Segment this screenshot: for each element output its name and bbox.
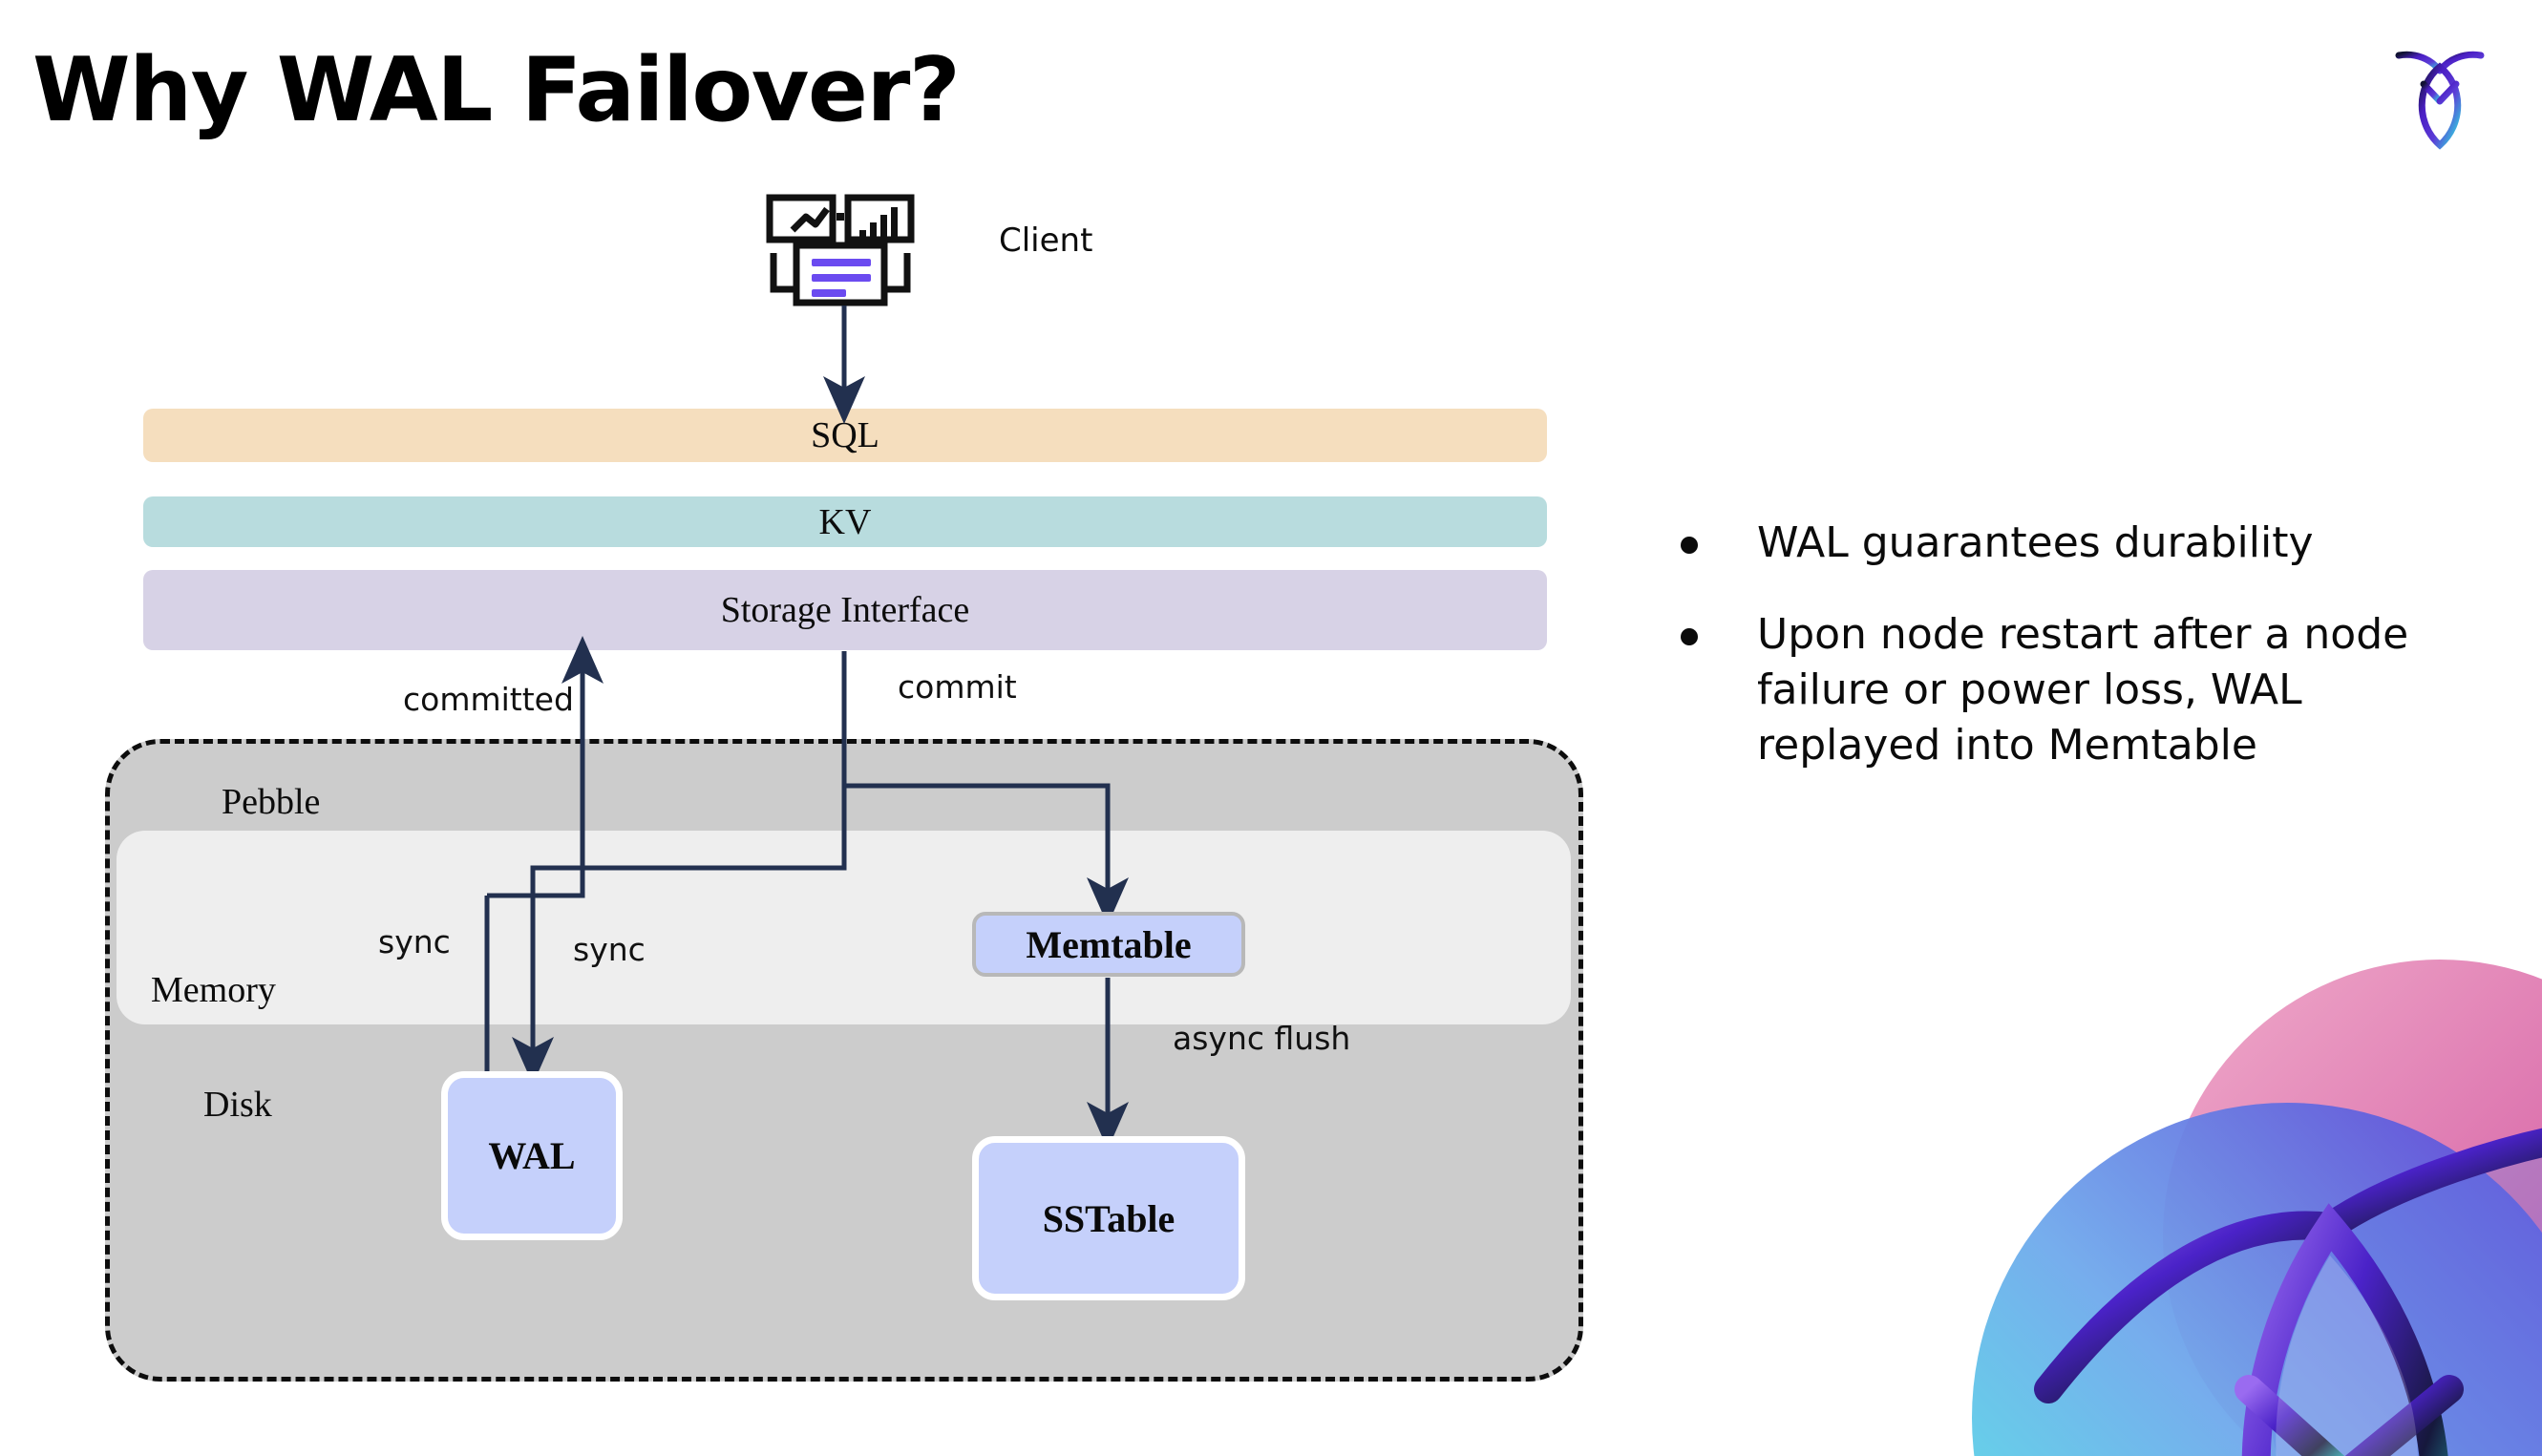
node-label-wal: WAL bbox=[488, 1134, 576, 1177]
edge-label-async-flush: async flush bbox=[1173, 1020, 1351, 1057]
node-memtable: Memtable bbox=[972, 912, 1245, 977]
bullet-text: WAL guarantees durability bbox=[1757, 518, 2314, 567]
node-label-sstable: SSTable bbox=[1042, 1196, 1176, 1240]
layer-bar-sql: SQL bbox=[143, 409, 1547, 462]
layer-bar-kv: KV bbox=[143, 496, 1547, 547]
slide-canvas: Why WAL Failover? bbox=[32, 36, 2542, 1456]
pebble-label: Pebble bbox=[222, 782, 321, 822]
cockroachdb-logo-icon bbox=[2387, 36, 2492, 151]
page-title: Why WAL Failover? bbox=[32, 38, 961, 141]
layer-label-sql: SQL bbox=[811, 415, 879, 455]
memory-label: Memory bbox=[151, 970, 276, 1010]
client-label: Client bbox=[999, 222, 1093, 260]
node-label-memtable: Memtable bbox=[1026, 922, 1192, 966]
bullet-dot-icon bbox=[1681, 628, 1698, 646]
disk-label: Disk bbox=[203, 1085, 272, 1125]
node-sstable: SSTable bbox=[972, 1136, 1245, 1300]
layer-label-kv: KV bbox=[818, 501, 872, 542]
bullet-list: WAL guarantees durability Upon node rest… bbox=[1681, 516, 2464, 810]
edge-label-sync-1: sync bbox=[378, 923, 451, 960]
layer-label-storage: Storage Interface bbox=[720, 590, 970, 630]
cockroachdb-watermark-icon bbox=[1934, 940, 2542, 1456]
bullet-text: Upon node restart after a node failure o… bbox=[1757, 610, 2409, 770]
edge-label-sync-2: sync bbox=[573, 931, 646, 968]
edge-label-commit: commit bbox=[898, 668, 1017, 706]
node-wal: WAL bbox=[441, 1071, 623, 1240]
memory-region bbox=[117, 831, 1571, 1024]
bullet-dot-icon bbox=[1681, 537, 1698, 554]
list-item: Upon node restart after a node failure o… bbox=[1681, 607, 2464, 773]
edge-label-committed: committed bbox=[403, 681, 574, 718]
list-item: WAL guarantees durability bbox=[1681, 516, 2464, 571]
layer-bar-storage: Storage Interface bbox=[143, 570, 1547, 650]
client-dashboard-icon bbox=[764, 194, 917, 308]
